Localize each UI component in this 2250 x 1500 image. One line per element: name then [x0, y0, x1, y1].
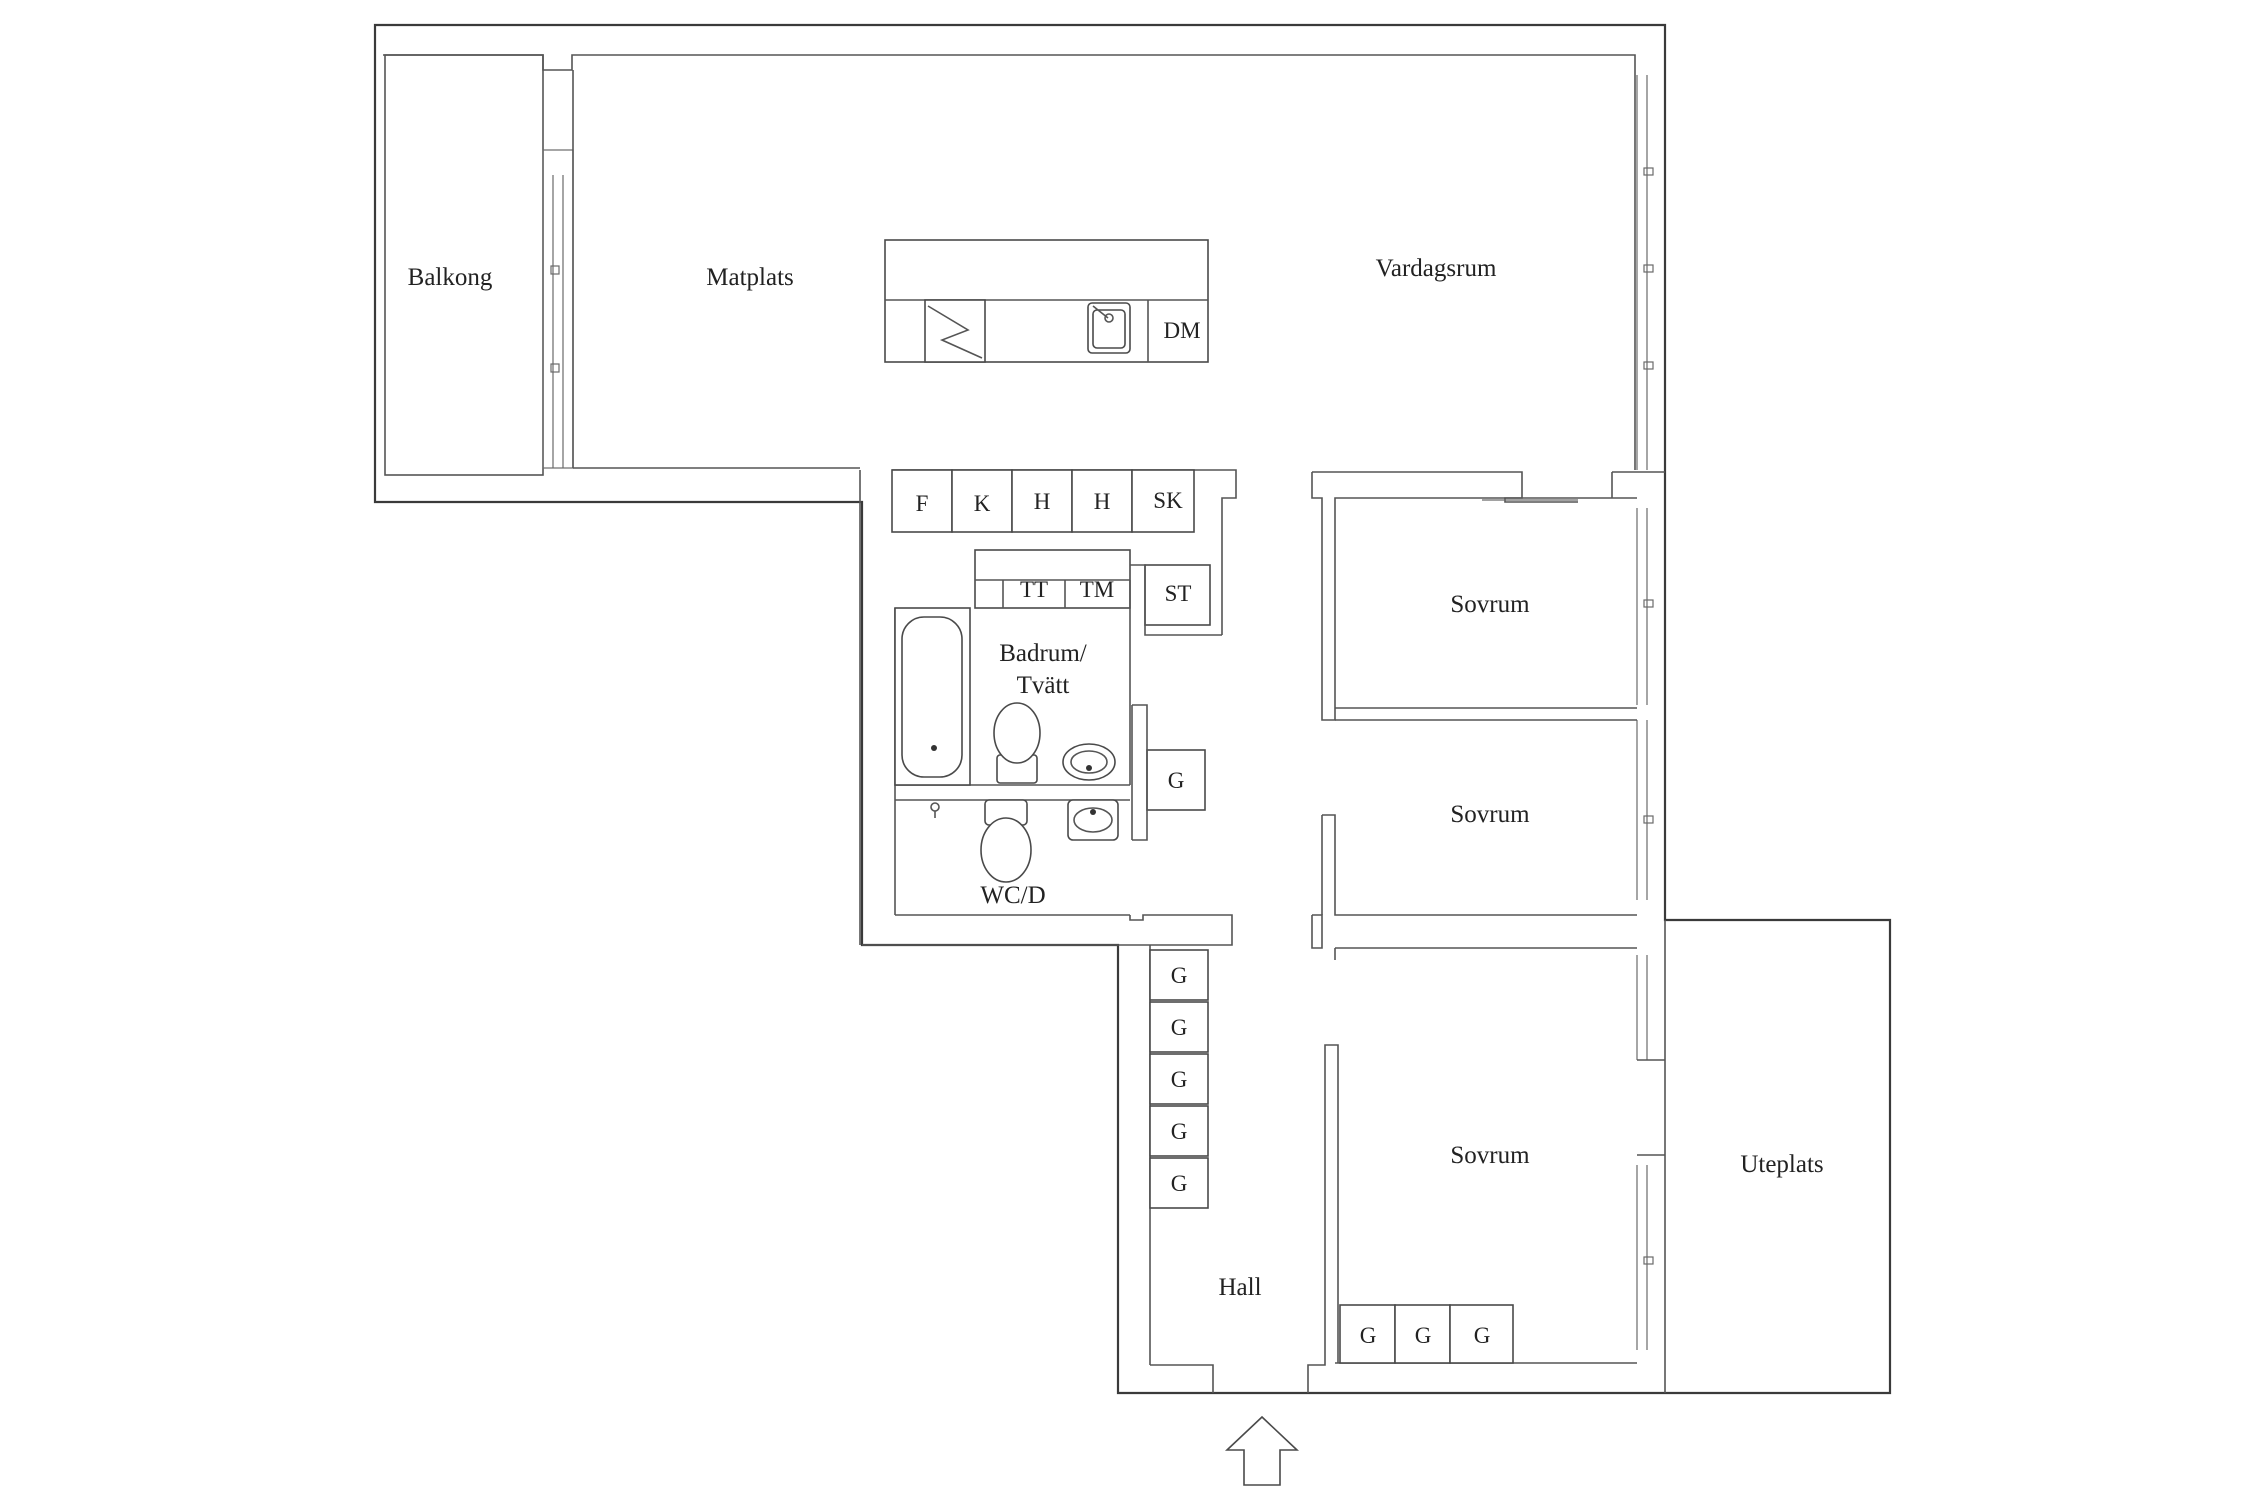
stove-icon — [924, 299, 986, 363]
dryer-label: TT — [1020, 577, 1048, 602]
room-label-sovrum-2: Sovrum — [1450, 801, 1530, 828]
hall-wardrobe-label: G — [1171, 1119, 1188, 1144]
hall-wardrobe-label: G — [1171, 963, 1188, 988]
outer-walls — [373, 23, 1892, 1395]
freezer-label: F — [916, 491, 929, 516]
bathtub-icon — [894, 607, 971, 786]
bathroom-cabinet-g-label: G — [1168, 768, 1185, 793]
hall-wardrobe-label: G — [1171, 1015, 1188, 1040]
washer-label: TM — [1080, 577, 1115, 602]
room-labels: Balkong Matplats Vardagsrum Sovrum Sovru… — [408, 255, 1824, 1301]
kitchen-island: DM — [884, 239, 1209, 363]
cabinet-h2-label: H — [1094, 489, 1111, 514]
washbasin-icon — [1067, 799, 1119, 841]
room-label-badrum: Badrum/ — [999, 640, 1087, 667]
fridge-label: K — [974, 491, 991, 516]
room-label-uteplats: Uteplats — [1740, 1151, 1823, 1178]
bedrooms: G G G — [1311, 471, 1665, 1364]
bedroom-wardrobe-label: G — [1474, 1323, 1491, 1348]
living-window-wall — [1636, 75, 1665, 1350]
hall-wardrobe-label: G — [1171, 1067, 1188, 1092]
toilet-icon — [993, 702, 1041, 784]
bathroom: TT TM ST G — [862, 549, 1233, 946]
room-label-wcd: WC/D — [980, 882, 1045, 909]
cabinet-sk-label: SK — [1153, 488, 1183, 513]
balcony — [383, 54, 1636, 476]
room-label-tvatt: Tvätt — [1017, 672, 1070, 699]
kitchen-sink-icon — [1087, 302, 1131, 354]
hall: G G G G G — [1149, 945, 1339, 1393]
room-label-hall: Hall — [1218, 1274, 1261, 1301]
room-label-balkong: Balkong — [408, 264, 493, 291]
cabinet-st-label: ST — [1165, 581, 1192, 606]
room-label-sovrum-3: Sovrum — [1450, 1142, 1530, 1169]
bedroom-wardrobe-label: G — [1415, 1323, 1432, 1348]
room-label-matplats: Matplats — [706, 264, 794, 291]
dishwasher-label: DM — [1163, 318, 1200, 343]
entrance-arrow-icon — [1224, 1415, 1300, 1486]
cabinet-h1-label: H — [1034, 489, 1051, 514]
kitchen-cabinets: F K H H SK — [859, 469, 1237, 945]
hall-wardrobe-label: G — [1171, 1171, 1188, 1196]
bedroom-wardrobe-label: G — [1360, 1323, 1377, 1348]
toilet-icon — [980, 799, 1032, 883]
room-label-sovrum-1: Sovrum — [1450, 591, 1530, 618]
room-label-vardagsrum: Vardagsrum — [1376, 255, 1497, 282]
washbasin-icon — [1062, 743, 1116, 781]
